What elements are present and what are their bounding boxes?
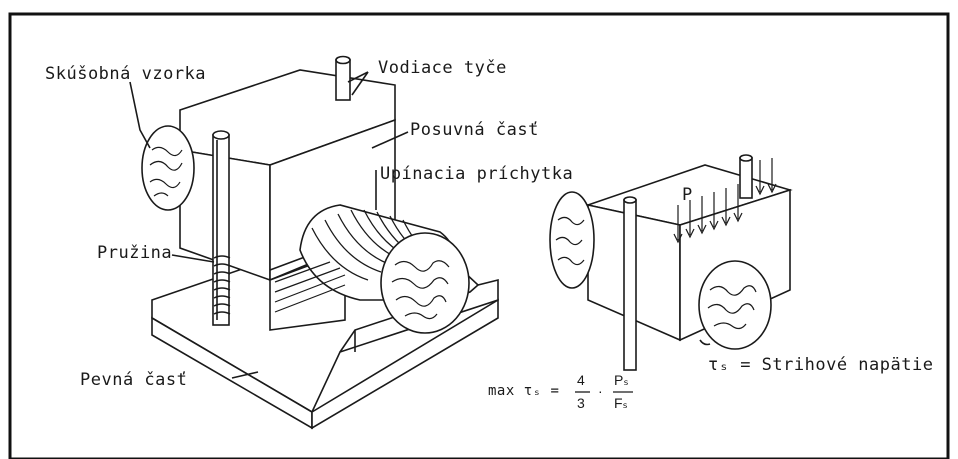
label-clamping-holder: Upínacia príchytka bbox=[380, 164, 574, 184]
right-rod-right bbox=[739, 157, 753, 199]
formula-lhs: max τₛ = bbox=[488, 383, 560, 399]
formula-num: 4 bbox=[577, 372, 585, 388]
label-spring: Pružina bbox=[97, 243, 173, 263]
spring-coils bbox=[213, 255, 231, 315]
right-specimen-left bbox=[549, 191, 595, 289]
right-rod-left bbox=[623, 199, 637, 371]
guide-rod-right bbox=[335, 59, 351, 101]
label-sample: Skúšobná vzorka bbox=[45, 64, 207, 84]
specimen-end bbox=[380, 232, 470, 334]
formula-den: 3 bbox=[577, 395, 585, 411]
label-shear-stress: τₛ = Strihové napätie bbox=[708, 355, 934, 375]
label-guide-rods: Vodiace tyče bbox=[378, 58, 507, 78]
label-force: P bbox=[682, 185, 693, 205]
specimen-left bbox=[141, 125, 195, 211]
diagram-border bbox=[8, 12, 950, 459]
formula-p: Pₛ bbox=[614, 372, 629, 388]
label-fixed-part: Pevná časť bbox=[80, 370, 188, 390]
label-sliding-part: Posuvná časť bbox=[410, 120, 539, 140]
clamping-holder bbox=[274, 204, 470, 334]
right-specimen-right bbox=[698, 260, 772, 350]
left-apparatus bbox=[129, 55, 499, 430]
formula-dot: · bbox=[598, 383, 603, 399]
right-apparatus bbox=[549, 154, 793, 371]
force-arrows bbox=[673, 158, 777, 244]
formula-f: Fₛ bbox=[614, 395, 628, 411]
fixed-part-side bbox=[311, 298, 499, 430]
